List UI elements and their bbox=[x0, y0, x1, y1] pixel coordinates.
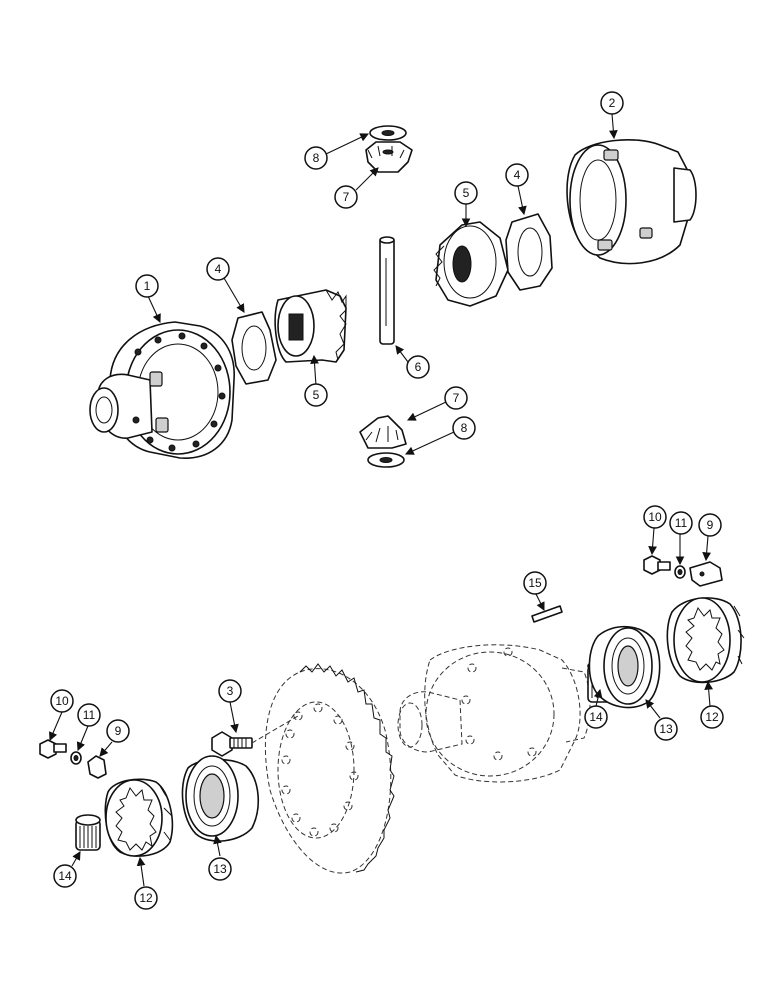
lock-plate-part-9-right bbox=[689, 561, 723, 587]
callout-1: 1 bbox=[135, 274, 159, 298]
callout-12-right: 12 bbox=[700, 705, 724, 729]
callout-7-top: 7 bbox=[334, 185, 358, 209]
callout-8-bottom: 8 bbox=[452, 416, 476, 440]
pinion-gear-part-7-top bbox=[365, 141, 413, 173]
leader-lines bbox=[48, 113, 714, 887]
svg-text:3: 3 bbox=[227, 684, 234, 698]
callout-15: 15 bbox=[523, 571, 547, 595]
callout-4-upper-left: 4 bbox=[206, 257, 230, 281]
callout-10-right: 10 bbox=[643, 505, 667, 529]
svg-text:12: 12 bbox=[705, 710, 719, 724]
callout-11-right: 11 bbox=[669, 511, 693, 535]
bearing-part-13-left bbox=[181, 755, 260, 842]
svg-text:5: 5 bbox=[313, 388, 320, 402]
bearing-part-13-right bbox=[588, 625, 661, 709]
callout-11-left: 11 bbox=[77, 703, 101, 727]
callout-7-bottom: 7 bbox=[444, 386, 468, 410]
callout-8-top: 8 bbox=[304, 146, 328, 170]
adjuster-nut-part-12-left bbox=[104, 778, 174, 857]
differential-case-cover-part-2 bbox=[566, 139, 697, 265]
svg-text:7: 7 bbox=[343, 190, 350, 204]
callout-6: 6 bbox=[406, 355, 430, 379]
svg-text:2: 2 bbox=[609, 96, 616, 110]
pinion-washer-part-8-top bbox=[369, 125, 407, 141]
svg-text:10: 10 bbox=[55, 694, 69, 708]
callout-12-left: 12 bbox=[134, 886, 158, 910]
callout-14-left: 14 bbox=[53, 864, 77, 888]
callout-5-upper-right: 5 bbox=[454, 181, 478, 205]
svg-text:9: 9 bbox=[707, 518, 714, 532]
cross-shaft-pin-part-6 bbox=[379, 236, 395, 345]
callout-5-upper-left: 5 bbox=[304, 383, 328, 407]
differential-case-half-part-1 bbox=[89, 321, 235, 459]
svg-text:9: 9 bbox=[115, 724, 122, 738]
side-gear-part-5-right bbox=[433, 221, 509, 307]
pinion-washer-part-8-bottom bbox=[367, 452, 405, 468]
callout-9-right: 9 bbox=[698, 513, 722, 537]
svg-text:13: 13 bbox=[659, 722, 673, 736]
thrust-washer-part-4-right bbox=[505, 213, 553, 291]
svg-text:8: 8 bbox=[313, 151, 320, 165]
svg-text:13: 13 bbox=[213, 862, 227, 876]
svg-text:7: 7 bbox=[453, 391, 460, 405]
svg-text:12: 12 bbox=[139, 891, 153, 905]
callout-2: 2 bbox=[600, 91, 624, 115]
lock-washer-part-11-left bbox=[70, 751, 82, 765]
callout-9-left: 9 bbox=[106, 719, 130, 743]
callout-13-left: 13 bbox=[208, 857, 232, 881]
adjuster-nut-part-12-right bbox=[666, 597, 745, 684]
svg-text:11: 11 bbox=[675, 516, 688, 530]
callout-10-left: 10 bbox=[50, 689, 74, 713]
callout-14-right: 14 bbox=[584, 705, 608, 729]
svg-text:6: 6 bbox=[415, 360, 422, 374]
lock-bolt-part-10-right bbox=[643, 555, 671, 575]
svg-text:14: 14 bbox=[589, 710, 603, 724]
callout-3: 3 bbox=[218, 679, 242, 703]
svg-text:5: 5 bbox=[463, 186, 470, 200]
thrust-washer-part-4-left bbox=[231, 311, 277, 385]
lock-washer-part-11-right bbox=[674, 565, 686, 579]
svg-text:8: 8 bbox=[461, 421, 468, 435]
ring-gear-bolt-part-3 bbox=[211, 715, 299, 757]
svg-text:1: 1 bbox=[144, 279, 151, 293]
side-gear-part-5-left bbox=[274, 289, 347, 363]
lock-bolt-part-10-left bbox=[39, 739, 67, 759]
needle-bearing-part-14-left bbox=[75, 814, 101, 851]
svg-text:4: 4 bbox=[514, 168, 521, 182]
dowel-pin-part-15 bbox=[531, 605, 563, 623]
svg-text:14: 14 bbox=[58, 869, 72, 883]
svg-text:4: 4 bbox=[215, 262, 222, 276]
svg-text:11: 11 bbox=[83, 708, 96, 722]
svg-text:15: 15 bbox=[528, 576, 542, 590]
lock-plate-part-9-left bbox=[87, 755, 107, 779]
pinion-gear-part-7-bottom bbox=[359, 415, 407, 449]
svg-text:10: 10 bbox=[648, 510, 662, 524]
assembled-differential-phantom bbox=[397, 644, 591, 783]
ring-gear bbox=[264, 663, 395, 874]
callout-13-right: 13 bbox=[654, 717, 678, 741]
callout-4-upper-right: 4 bbox=[505, 163, 529, 187]
